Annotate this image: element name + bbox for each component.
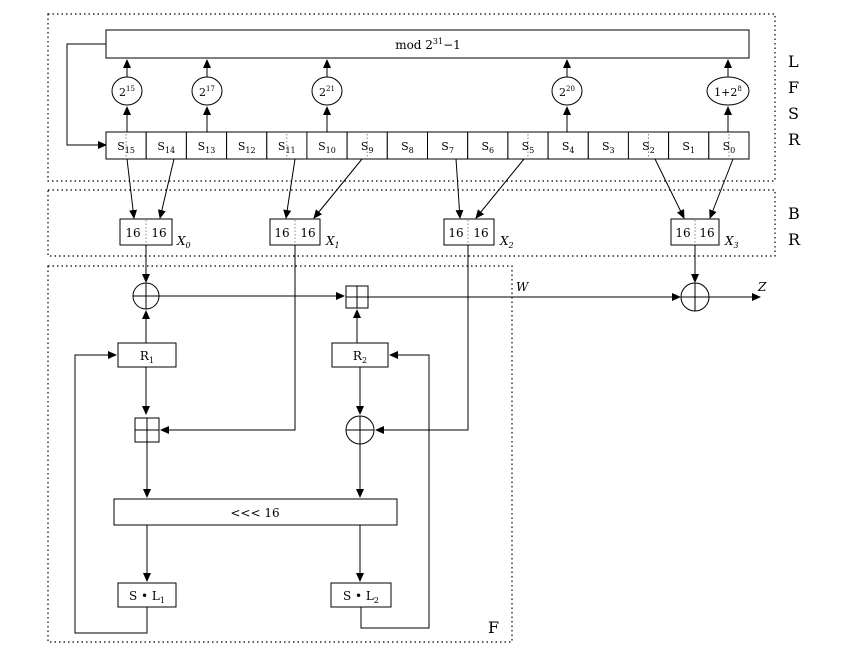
sl2-label: S • L2	[343, 589, 379, 605]
register-label: S8	[401, 140, 414, 155]
br-label-r: R	[788, 230, 801, 249]
xbox-3: 16 16 X3	[670, 218, 739, 250]
feedback-line	[66, 43, 107, 149]
r2-label: R2	[353, 349, 367, 365]
register-label: S4	[562, 140, 575, 155]
register-s1: S1	[668, 131, 710, 160]
xbox-1: 16 16 X1	[269, 218, 340, 250]
mod-box	[105, 29, 750, 59]
r1-box	[117, 342, 177, 368]
register-s5: S5	[507, 131, 549, 160]
register-label: S14	[157, 140, 175, 155]
br-section	[47, 189, 776, 257]
multiplier-label: 221	[319, 85, 335, 99]
register-s14: S14	[145, 131, 187, 160]
f-section	[47, 265, 513, 643]
register-label: S13	[198, 140, 216, 155]
x1-to-add	[160, 245, 296, 434]
svg-text:16: 16	[125, 226, 140, 240]
register-s7: S7	[427, 131, 469, 160]
xbox-2: 16 16 X2	[443, 218, 514, 250]
xor-mid	[345, 415, 375, 445]
multiplier-label: 217	[199, 85, 215, 99]
register-label: S9	[361, 140, 374, 155]
register-label: S2	[642, 140, 655, 155]
multiplier-0: 215	[111, 59, 143, 132]
register-label: S3	[602, 140, 615, 155]
svg-text:16: 16	[274, 226, 289, 240]
sl1-label: S • L1	[129, 589, 165, 605]
x2-to-xor	[375, 245, 469, 434]
lfsr-label-r: R	[788, 130, 801, 149]
xor-top	[132, 282, 160, 310]
lfsr-label-s: S	[788, 104, 799, 123]
svg-text:X1: X1	[325, 234, 340, 250]
br-label-b: B	[788, 204, 800, 223]
sl2-feedback	[360, 351, 430, 629]
rotate-box	[113, 498, 398, 526]
register-s11: S11	[266, 131, 308, 160]
svg-text:16: 16	[151, 226, 166, 240]
xor-output	[680, 282, 710, 312]
register-s8: S8	[386, 131, 428, 160]
svg-text:16: 16	[675, 226, 690, 240]
lfsr-label-l: L	[788, 52, 799, 71]
multiplier-label: 1+28	[714, 85, 742, 99]
register-label: S7	[441, 140, 454, 155]
add-top	[345, 285, 369, 309]
lfsr-section	[47, 13, 776, 182]
svg-text:16: 16	[699, 226, 714, 240]
lfsr-label-f: F	[788, 78, 799, 97]
register-label: S10	[318, 140, 336, 155]
svg-text:X3: X3	[724, 234, 739, 250]
register-s6: S6	[467, 131, 509, 160]
register-s12: S12	[226, 131, 268, 160]
r2-box	[331, 342, 389, 368]
multiplier-label: 215	[119, 85, 135, 99]
multiplier-3: 220	[551, 59, 583, 132]
register-s13: S13	[185, 131, 228, 160]
svg-text:16: 16	[448, 226, 463, 240]
register-s0: S0	[708, 131, 750, 160]
w-label: W	[516, 280, 530, 294]
register-label: S6	[481, 140, 494, 155]
multiplier-label: 220	[559, 85, 575, 99]
register-label: S15	[117, 140, 135, 155]
rotate-label: <<< 16	[230, 506, 279, 520]
register-row: S15 S14 S13 S12 S11 S10 S9 S8 S7 S6 S5 S4 S3 S2 S1 S0	[105, 131, 750, 160]
register-s9: S9	[346, 131, 388, 160]
register-label: S12	[238, 140, 256, 155]
svg-text:16: 16	[300, 226, 315, 240]
register-label: S1	[682, 140, 695, 155]
xbox-0: 16 16 X0	[119, 218, 191, 250]
register-s3: S3	[587, 131, 629, 160]
svg-text:X2: X2	[499, 234, 514, 250]
add-mid	[134, 417, 160, 443]
sl2-box	[330, 582, 392, 608]
register-label: S0	[723, 140, 736, 155]
reg-to-br-arrows	[126, 158, 734, 219]
register-s15: S15	[105, 131, 147, 160]
multiplier-1: 217	[191, 59, 223, 132]
f-label: F	[488, 618, 499, 637]
mod-label: mod 231−1	[395, 37, 461, 52]
sl1-feedback	[74, 351, 148, 634]
register-label: S11	[278, 140, 296, 155]
register-s10: S10	[306, 131, 348, 160]
register-s4: S4	[547, 131, 589, 160]
z-label: Z	[757, 280, 767, 294]
svg-text:X0: X0	[176, 234, 191, 250]
register-s2: S2	[627, 131, 670, 160]
multiplier-2: 221	[311, 59, 343, 132]
register-label: S5	[522, 140, 535, 155]
multiplier-group: 215 217 221 220 1+28	[111, 59, 750, 132]
svg-text:16: 16	[473, 226, 488, 240]
r1-label: R1	[140, 349, 154, 365]
multiplier-4: 1+28	[706, 59, 750, 132]
